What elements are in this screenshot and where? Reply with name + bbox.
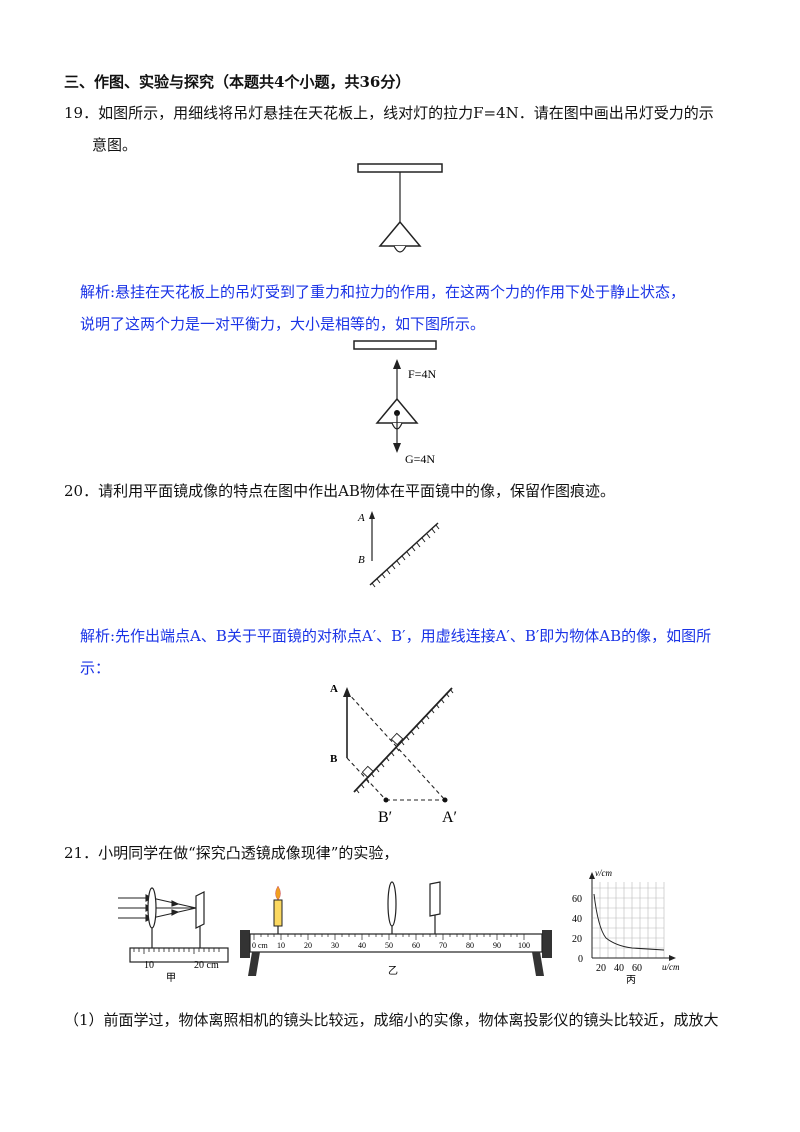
q20-label-a: A: [357, 512, 365, 524]
force-up-label: F=4N: [408, 367, 436, 381]
yi-tick-70: 70: [439, 941, 447, 950]
bing-y-axis-label: v/cm: [595, 868, 612, 878]
section-title: 三、作图、实验与探究（本题共4个小题，共36分）: [64, 73, 411, 91]
q19-text-line2: 意图。: [92, 136, 138, 154]
yi-tick-20: 20: [304, 941, 312, 950]
q20-answer-label-b: B: [330, 753, 338, 765]
yi-tick-30: 30: [331, 941, 339, 950]
q21-text-line1: 21．小明同学在做“探究凸透镜成像现律”的实验，: [64, 844, 399, 862]
bing-y-tick-40: 40: [572, 914, 582, 925]
yi-tick-90: 90: [493, 941, 501, 950]
bing-x-tick-40: 40: [614, 963, 624, 974]
bing-y-tick-0: 0: [578, 954, 583, 965]
jia-tick-20: 20 cm: [194, 960, 219, 971]
q19-analysis-line1: 解析:悬挂在天花板上的吊灯受到了重力和拉力的作用，在这两个力的作用下处于静止状态…: [80, 283, 686, 301]
q19-force-diagram: F=4N G=4N: [353, 340, 437, 466]
jia-tick-10: 10: [144, 960, 154, 971]
bing-caption: 丙: [626, 975, 636, 986]
q20-answer-figure: A B B′ A′: [330, 683, 457, 826]
yi-caption: 乙: [388, 965, 398, 977]
bing-y-tick-60: 60: [572, 894, 582, 905]
q20-label-b: B: [358, 554, 365, 566]
yi-tick-10: 10: [277, 941, 285, 950]
yi-ruler-ticks: [253, 934, 525, 940]
yi-tick-0: 0 cm: [252, 941, 269, 950]
yi-tick-100: 100: [518, 941, 530, 950]
q19-text-line1: 19．如图所示，用细线将吊灯悬挂在天花板上，线对灯的拉力F=4N．请在图中画出吊…: [64, 104, 714, 122]
jia-caption: 甲: [166, 973, 176, 984]
q21-figure-bing: v/cm u/cm 60 40 20 0 20 40 60 丙: [572, 868, 680, 986]
q19-analysis-line2: 说明了这两个力是一对平衡力，大小是相等的，如下图所示。: [80, 315, 486, 333]
yi-tick-80: 80: [466, 941, 474, 950]
q19-lamp-figure: [357, 163, 443, 253]
yi-tick-60: 60: [412, 941, 420, 950]
bing-x-tick-60: 60: [632, 963, 642, 974]
q20-text-line1: 20．请利用平面镜成像的特点在图中作出AB物体在平面镜中的像，保留作图痕迹。: [64, 482, 615, 500]
bing-x-tick-20: 20: [596, 963, 606, 974]
yi-tick-40: 40: [358, 941, 366, 950]
force-down-label: G=4N: [405, 452, 435, 466]
yi-tick-50: 50: [385, 941, 393, 950]
bing-y-tick-20: 20: [572, 934, 582, 945]
q20-analysis-line1: 解析:先作出端点A、B关于平面镜的对称点A′、B′，用虚线连接A′、B′即为物体…: [80, 627, 712, 645]
q20-analysis-line2: 示：: [80, 659, 111, 677]
q21-part1-line1: （1）前面学过，物体离照相机的镜头比较远，成缩小的实像，物体离投影仪的镜头比较近…: [64, 1011, 719, 1029]
q20-answer-label-a: A: [330, 683, 338, 695]
q20-label-b-prime: B′: [378, 809, 392, 826]
q21-figure-yi: 0 cm 10 20 30 40 50 60 70 80 90 100 乙: [240, 881, 552, 977]
bing-x-axis-label: u/cm: [662, 962, 680, 972]
q20-label-a-prime: A′: [442, 809, 457, 826]
q21-figure-jia: 10 20 cm 甲: [118, 887, 229, 984]
q20-mirror-figure: A B: [357, 511, 440, 588]
